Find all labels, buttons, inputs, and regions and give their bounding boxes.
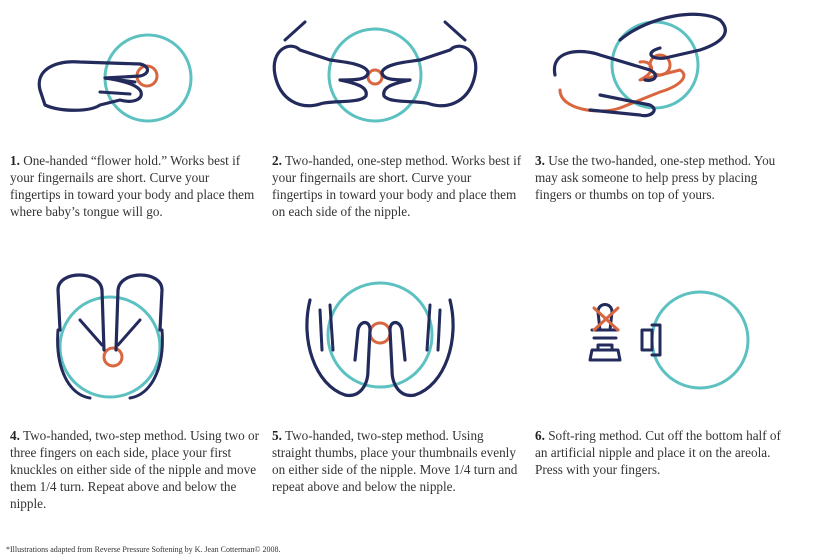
step-2: 2. Two-handed, one-step method. Works be… (272, 152, 522, 220)
illustration-soft-ring (588, 290, 750, 390)
step-text: Soft-ring method. Cut off the bottom hal… (535, 428, 781, 477)
step-number: 1. (10, 153, 20, 168)
illustration-two-handed-two-step-fingers (56, 273, 164, 400)
step-text: Two-handed, two-step method. Using two o… (10, 428, 260, 511)
step-6: 6. Soft-ring method. Cut off the bottom … (535, 427, 785, 478)
footnote: *Illustrations adapted from Reverse Pres… (6, 545, 281, 554)
step-text: Two-handed, one-step method. Works best … (272, 153, 522, 219)
step-text: Two-handed, two-step method. Using strai… (272, 428, 518, 494)
illustration-helper-press (552, 12, 727, 118)
step-number: 2. (272, 153, 282, 168)
illustration-flower-hold (37, 33, 193, 123)
step-number: 6. (535, 428, 545, 443)
step-4: 4. Two-handed, two-step method. Using tw… (10, 427, 260, 512)
step-text: One-handed “flower hold.” Works best if … (10, 153, 255, 219)
step-3: 3. Use the two-handed, one-step method. … (535, 152, 785, 203)
step-number: 3. (535, 153, 545, 168)
illustrations (37, 12, 750, 400)
illustration-two-handed-two-step-thumbs (305, 281, 455, 397)
step-number: 4. (10, 428, 20, 443)
step-number: 5. (272, 428, 282, 443)
illustration-two-handed-one-step (272, 20, 478, 123)
step-text: Use the two-handed, one-step method. You… (535, 153, 776, 202)
step-5: 5. Two-handed, two-step method. Using st… (272, 427, 522, 495)
step-1: 1. One-handed “flower hold.” Works best … (10, 152, 260, 220)
